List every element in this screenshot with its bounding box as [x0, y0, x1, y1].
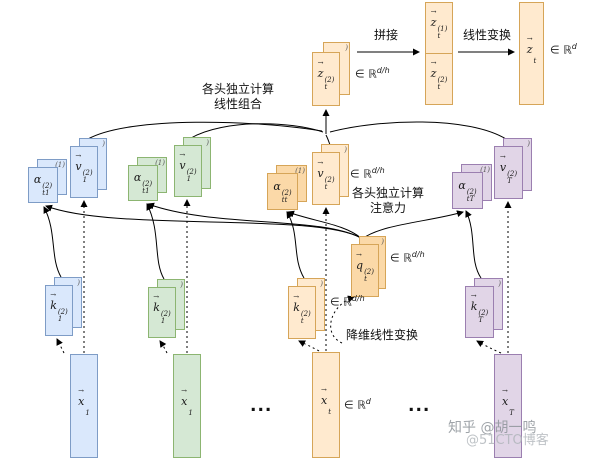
v2-card: →v(2)1 [174, 145, 202, 197]
attention-line1: 各头独立计算 [351, 186, 424, 200]
z-concat-box: →z(1)t →z(2)t [425, 2, 453, 105]
dim-z-head: ∈ ℝd/h [355, 66, 390, 81]
dim-kt: ∈ ℝd/h [330, 294, 365, 309]
watermark-zhihu: 知乎 @胡一鸣 [448, 420, 537, 436]
k2-label: →k(2)1 [153, 292, 171, 325]
k1-card: →k(2)1 [45, 285, 73, 336]
reduce-annotation: 降维线性变换 [345, 328, 418, 342]
ellipsis-right: ... [408, 396, 431, 416]
q-to-alpha-T [361, 210, 464, 240]
alphaT-label: α(2)tT [458, 178, 477, 203]
vT-label: →v(2)T [499, 152, 518, 185]
xT-to-kT [476, 340, 502, 354]
q-label: →q(2)t [356, 250, 374, 283]
alpha1-card: α(2)t1 [28, 167, 58, 203]
alpha2-label: α(2)t1 [133, 171, 153, 195]
alphat-label: α(2)tt [273, 179, 292, 204]
z2-label: →z(2)t [430, 59, 448, 91]
k1-to-alpha1 [43, 206, 62, 278]
alphaT-card: α(2)tT [452, 172, 483, 209]
attention-line2: 注意力 [369, 201, 406, 215]
dim-q: ∈ ℝd/h [390, 250, 425, 265]
v1-label: →v(2)1 [75, 152, 93, 184]
combine-annotation: 各头独立计算 线性组合 [192, 82, 284, 112]
combine-line1: 各头独立计算 [201, 82, 274, 96]
watermark-51cto: @51CTO博客 [466, 433, 549, 448]
kT-card: →k(2)T [465, 286, 494, 338]
x1-to-k1 [56, 338, 65, 354]
z-head-label: →z(2)t [317, 59, 335, 91]
kt-to-alphat [286, 211, 305, 279]
combine-line2: 线性组合 [213, 97, 262, 111]
k1-label: →k(2)1 [50, 290, 68, 323]
concat-label: 拼接 [373, 28, 398, 42]
dim-z-final: ∈ ℝd [550, 42, 577, 57]
q-to-alpha-1 [45, 204, 362, 239]
kt-card: →k(2)t [288, 286, 316, 339]
x2-to-k2 [159, 340, 168, 354]
z-concat-cell-1: →z(1)t [426, 3, 452, 54]
dim-xt: ∈ ℝd [344, 397, 371, 412]
alpha1-label: α(2)t1 [33, 173, 53, 197]
fan-from-v1-blue [87, 121, 323, 140]
fan-from-vT-purple [329, 121, 507, 140]
v2-label: →v(2)1 [179, 151, 197, 183]
ellipsis-left: ... [250, 396, 273, 416]
kT-label: →k(2)T [470, 292, 489, 324]
fan-from-v1-green [190, 123, 324, 139]
xt-to-q-reduce [330, 295, 355, 344]
linear-transform-label: 线性变换 [462, 28, 511, 42]
vt-card: →v(2)t [312, 152, 340, 205]
k2-card: →k(2)1 [148, 287, 176, 338]
v1-card: →v(2)1 [70, 146, 98, 198]
z-head-card: →z(2)t [312, 52, 340, 106]
kT-to-alphaT [465, 210, 482, 279]
kt-label: →k(2)t [293, 292, 311, 325]
q-card: →q(2)t [351, 244, 379, 297]
alpha2-card: α(2)t1 [128, 165, 158, 201]
attention-annotation: 各头独立计算 注意力 [344, 186, 432, 216]
vT-card: →v(2)T [494, 146, 523, 199]
z-concat-cell-2: →z(2)t [426, 54, 452, 104]
q-to-alpha-t [287, 210, 362, 239]
z1-label: →z(1)t [430, 8, 448, 40]
alphat-card: α(2)tt [267, 173, 298, 210]
head1-hint: ) [345, 44, 348, 52]
xt-to-kt [298, 340, 320, 352]
k2-to-alpha2 [146, 203, 165, 280]
vt-label: →v(2)t [317, 158, 335, 191]
dim-vt: ∈ ℝd/h [350, 166, 385, 181]
